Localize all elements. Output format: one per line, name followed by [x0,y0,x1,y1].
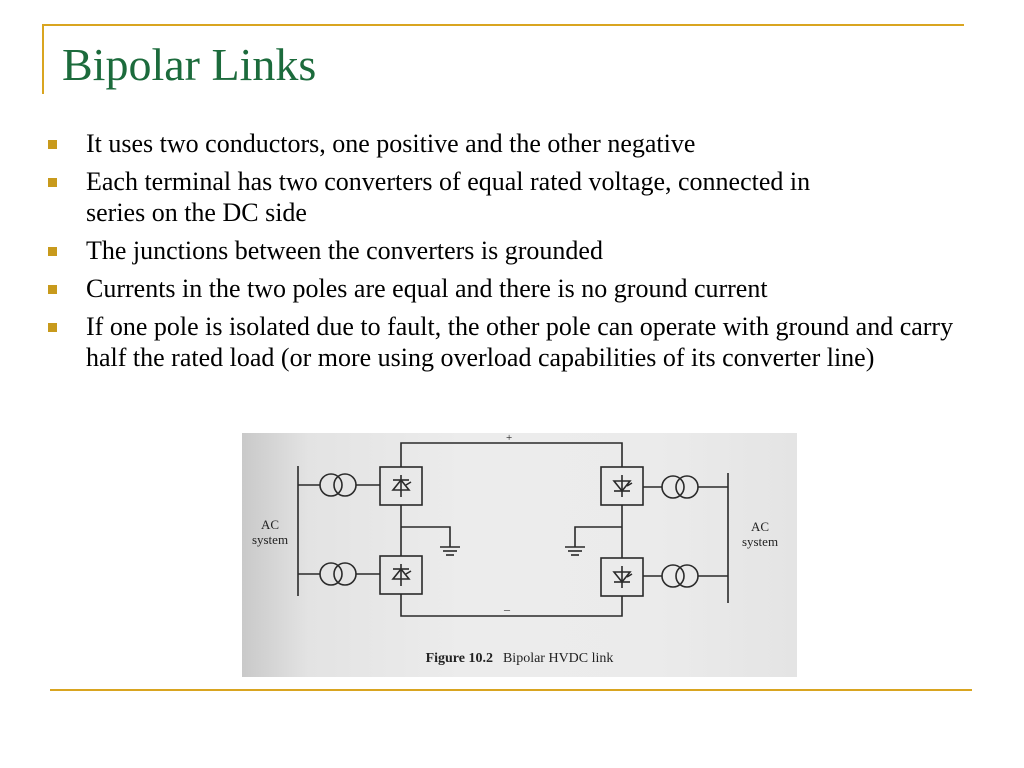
bullet-square-icon [48,323,57,332]
right-ac-system-label: AC system [741,519,779,549]
bullet-text: It uses two conductors, one positive and… [86,129,696,158]
bullet-square-icon [48,247,57,256]
figure-caption: Figure 10.2 Bipolar HVDC link [242,651,797,667]
positive-mark: + [506,433,512,444]
bullet-item: The junctions between the converters is … [44,235,964,266]
bullet-text: If one pole is isolated due to fault, th… [86,312,954,372]
bullet-item: If one pole is isolated due to fault, th… [44,311,964,373]
thyristor-symbol [391,475,412,497]
bullet-text: The junctions between the converters is … [86,236,603,265]
negative-mark: – [503,602,511,616]
left-rule [42,24,44,94]
transformer-coil [333,473,357,497]
bullet-square-icon [48,178,57,187]
hvdc-figure: + – AC system AC system Figure 10.2 Bipol… [242,433,797,677]
figure-caption-text: Bipolar HVDC link [502,651,614,666]
positive-dc-line [400,442,623,467]
transformer-coil [333,562,357,586]
transformer-coil [661,475,685,499]
transformer-coil [675,475,699,499]
thyristor-symbol [612,475,633,497]
transformer-coil [675,564,699,588]
transformer-coil [319,473,343,497]
bullet-square-icon [48,285,57,294]
negative-dc-line [400,594,623,617]
bullet-item: It uses two conductors, one positive and… [44,128,964,159]
left-ac-system-label: AC system [251,517,289,547]
figure-caption-number: Figure 10.2 [425,651,493,666]
right-ground-lead [574,526,622,547]
bullet-item: Currents in the two poles are equal and … [44,273,964,304]
bullet-text: Each terminal has two converters of equa… [86,167,811,227]
thyristor-symbol [612,566,633,588]
transformer-coil [661,564,685,588]
thyristor-symbol [391,564,412,586]
bottom-rule [50,689,972,691]
left-ground-lead [401,526,451,547]
bullet-list: It uses two conductors, one positive and… [44,128,964,380]
hvdc-circuit-diagram: + – [297,433,729,617]
top-rule [42,24,964,26]
bullet-text: Currents in the two poles are equal and … [86,274,768,303]
bullet-square-icon [48,140,57,149]
slide-title: Bipolar Links [62,39,317,90]
transformer-coil [319,562,343,586]
bullet-item: Each terminal has two converters of equa… [44,166,964,228]
